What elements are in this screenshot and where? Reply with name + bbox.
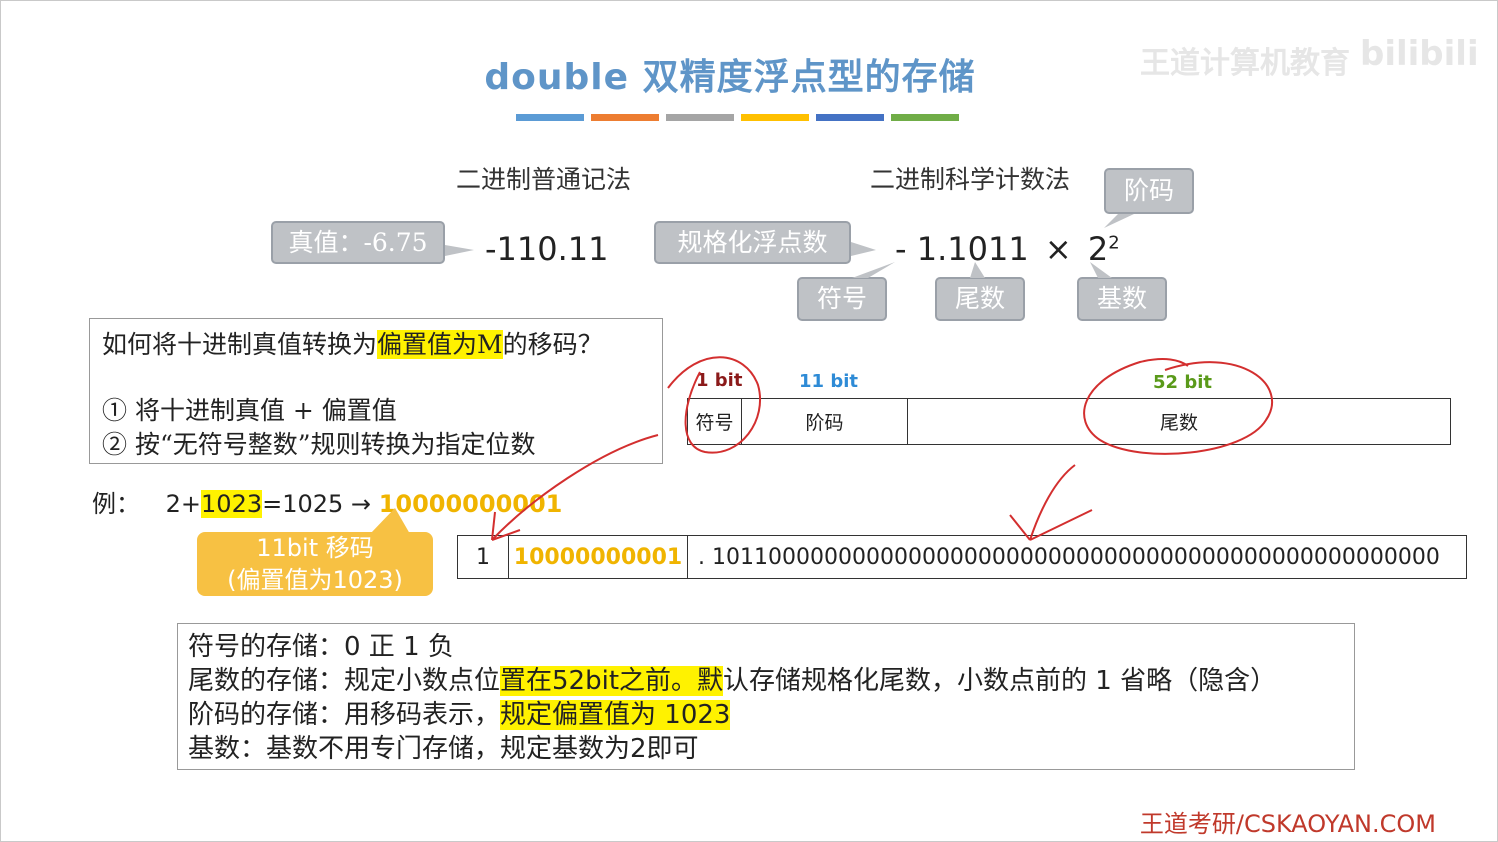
- times-sign: ×: [1044, 230, 1072, 268]
- callout-line1: 11bit 移码: [256, 534, 374, 562]
- label-true-value: 真值：-6.75: [271, 221, 445, 264]
- heading-scientific-notation: 二进制科学计数法: [870, 165, 1071, 194]
- rule-exponent-highlight: 规定偏置值为 1023: [500, 700, 731, 730]
- callout-line2: (偏置值为1023): [227, 566, 403, 594]
- normalized-pointer: [851, 242, 876, 256]
- label-sign: 符号: [797, 277, 887, 321]
- question-text-a: 如何将十进制真值转换为: [102, 330, 378, 359]
- watermark-text: 王道计算机教育: [1140, 46, 1350, 81]
- callout-pointer: [370, 508, 410, 534]
- mantissa-pointer: [970, 262, 985, 278]
- rule-mantissa-a: 尾数的存储：规定小数点位: [188, 666, 501, 696]
- example-expr-a: 2+: [165, 490, 202, 518]
- example-prefix: 例：: [92, 490, 140, 518]
- question-highlight: 偏置值为M: [377, 330, 503, 359]
- storage-rules-box: 符号的存储：0 正 1 负 尾数的存储：规定小数点位置在52bit之前。默认存储…: [177, 623, 1355, 770]
- encoded-exponent-bits: 10000000001: [508, 535, 688, 579]
- base-pointer: [1090, 262, 1112, 278]
- title-color-bar: [516, 114, 584, 121]
- sci-base: 2: [1087, 230, 1109, 268]
- ink-circle-mantissa: [1083, 358, 1273, 455]
- footer-brand: 王道考研/CSKAOYAN.COM: [1139, 810, 1436, 838]
- rule-exponent: 阶码的存储：用移码表示，规定偏置值为 1023: [188, 698, 1344, 732]
- label-normalized-float: 规格化浮点数: [654, 221, 851, 264]
- example-expr-b: =1025 →: [262, 490, 372, 518]
- scientific-expression: - 1.1011 × 22: [895, 230, 1120, 268]
- bilibili-logo: bilibili: [1360, 34, 1479, 74]
- example-bias-highlight: 1023: [201, 490, 263, 518]
- step-two: ② 按“无符号整数”规则转换为指定位数: [102, 430, 536, 459]
- label-exponent: 阶码: [1104, 168, 1194, 214]
- title-color-bar: [741, 114, 809, 121]
- rule-mantissa: 尾数的存储：规定小数点位置在52bit之前。默认存储规格化尾数，小数点前的 1 …: [188, 664, 1344, 698]
- bits-sign: 1 bit: [696, 370, 743, 391]
- ink-arrow-to-sign: [491, 434, 659, 541]
- sci-mantissa: 1.1011: [916, 230, 1029, 268]
- title-color-bar: [666, 114, 734, 121]
- rule-sign: 符号的存储：0 正 1 负: [188, 632, 454, 662]
- field-mantissa: 尾数: [907, 398, 1451, 445]
- bits-exponent: 11 bit: [799, 371, 858, 392]
- exponent-pointer: [1104, 214, 1134, 228]
- sci-sign: -: [895, 230, 907, 268]
- ink-arrow-to-mantissa: [1009, 464, 1093, 541]
- binary-value: -110.11: [485, 230, 609, 268]
- bits-mantissa: 52 bit: [1153, 372, 1212, 393]
- label-mantissa: 尾数: [935, 277, 1025, 321]
- title-color-bar: [591, 114, 659, 121]
- title-color-bar: [816, 114, 884, 121]
- ink-circle-sign: [667, 356, 761, 454]
- true-value-pointer: [445, 245, 474, 256]
- heading-normal-notation: 二进制普通记法: [456, 165, 632, 194]
- rule-exponent-a: 阶码的存储：用移码表示，: [188, 700, 501, 730]
- sci-exponent: 2: [1108, 232, 1120, 254]
- question-line: 如何将十进制真值转换为偏置值为M的移码？: [102, 325, 603, 361]
- label-base: 基数: [1077, 277, 1167, 321]
- example-line: 例： 2+1023=1025 → 10000000001: [92, 484, 562, 519]
- step-one: ① 将十进制真值 + 偏置值: [102, 396, 397, 425]
- rule-mantissa-highlight: 置在52bit之前。默: [500, 666, 724, 696]
- sign-pointer: [852, 262, 895, 278]
- slide-title: double 双精度浮点型的存储: [484, 57, 976, 98]
- title-color-bar: [891, 114, 959, 121]
- rule-mantissa-b: 认存储规格化尾数，小数点前的 1 省略（隐含）: [723, 666, 1277, 696]
- question-text-b: 的移码？: [502, 330, 603, 359]
- encoded-mantissa-bits: . 10110000000000000000000000000000000000…: [687, 535, 1467, 579]
- rule-base: 基数：基数不用专门存储，规定基数为2即可: [188, 734, 699, 764]
- callout-11bit: 11bit 移码 (偏置值为1023): [197, 532, 433, 596]
- conversion-question-box: 如何将十进制真值转换为偏置值为M的移码？ ① 将十进制真值 + 偏置值 ② 按“…: [89, 318, 663, 464]
